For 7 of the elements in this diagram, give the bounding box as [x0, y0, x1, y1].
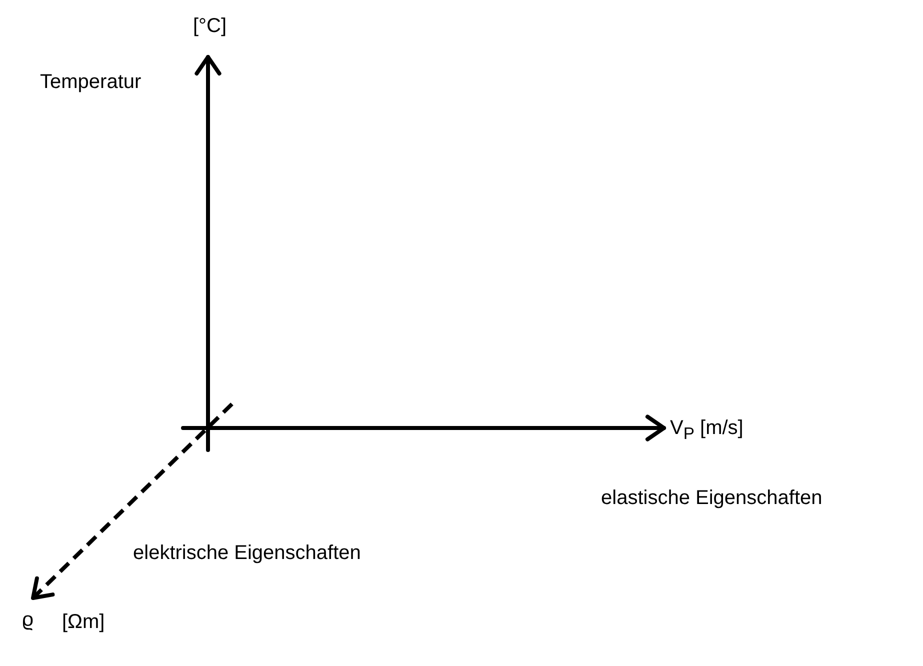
- axis-unit: [Ωm]: [62, 610, 105, 634]
- axis-unit: V$_{P}$ [m/s]: [670, 416, 744, 445]
- axis-caption: elektrische Eigenschaften: [133, 541, 361, 565]
- axis-title: Temperatur: [40, 70, 142, 94]
- axis-symbol: ϱ: [22, 608, 34, 632]
- axis-caption: elastische Eigenschaften: [601, 486, 822, 510]
- axis-unit: [°C]: [193, 14, 227, 38]
